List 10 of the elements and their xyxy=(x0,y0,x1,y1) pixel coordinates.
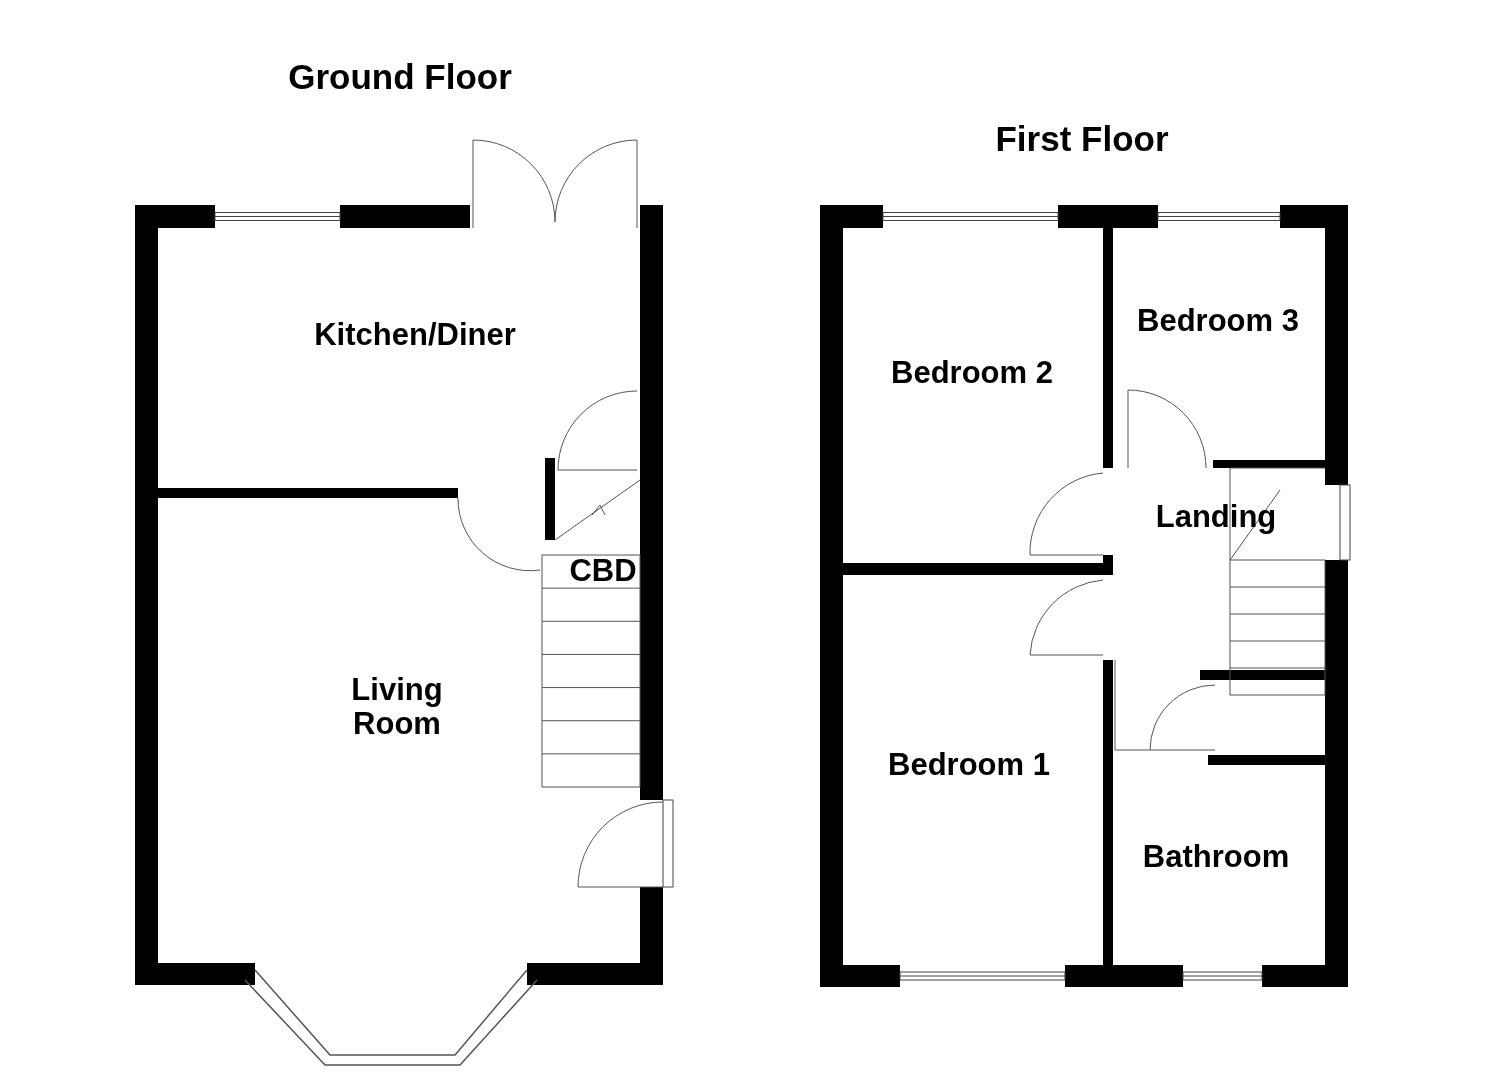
room-label: Landing xyxy=(1155,499,1277,535)
room-label: Bedroom 1 xyxy=(888,747,1050,783)
floor-heading: First Floor xyxy=(995,120,1169,159)
room-label: Bathroom xyxy=(1142,839,1290,875)
room-label: Living Room xyxy=(350,672,444,742)
floor-heading: Ground Floor xyxy=(288,58,512,97)
room-label: CBD xyxy=(569,553,637,589)
room-label: Bedroom 3 xyxy=(1137,303,1299,339)
room-label: Bedroom 2 xyxy=(891,355,1053,391)
room-label: Kitchen/Diner xyxy=(314,317,516,353)
